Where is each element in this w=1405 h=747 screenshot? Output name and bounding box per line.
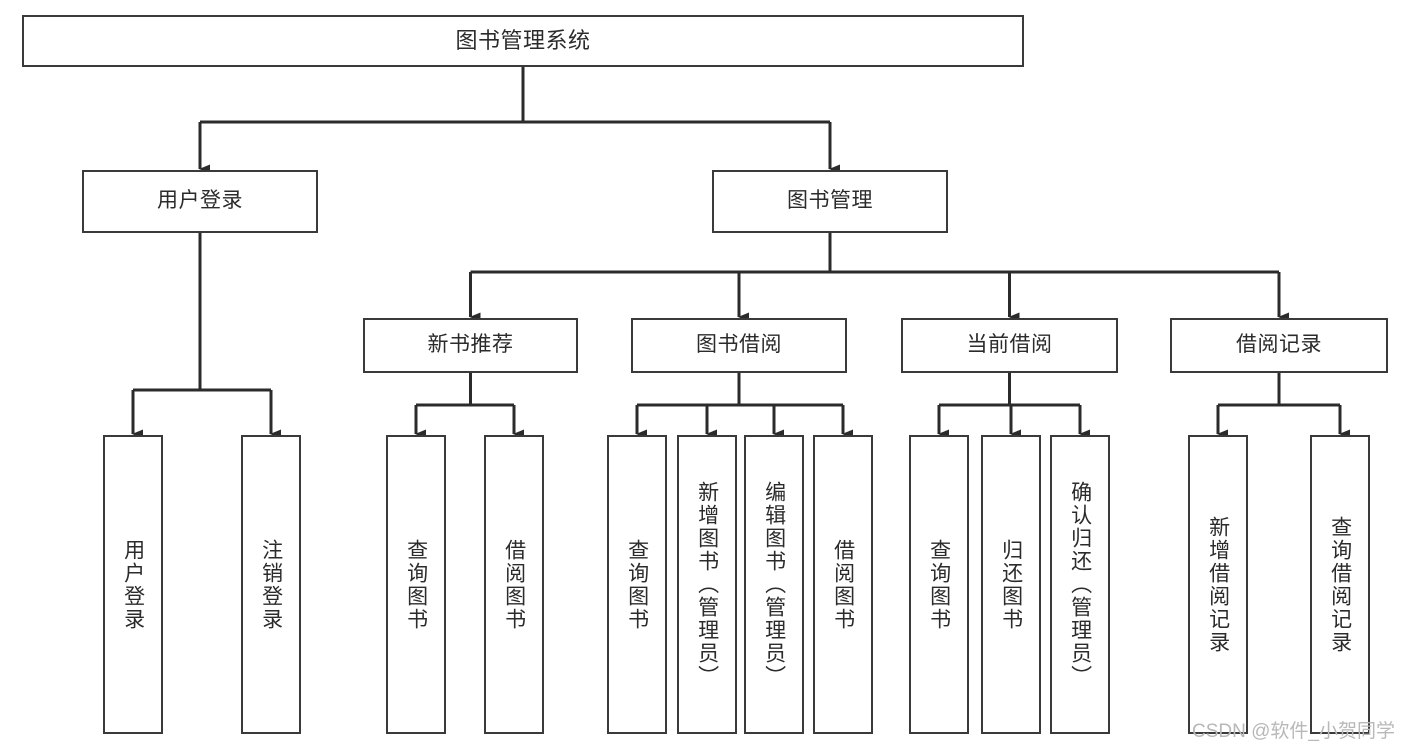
node-book-manage-label: 图书管理 <box>787 189 873 213</box>
node-leaf-query-book-2[interactable]: 查询图书 <box>607 435 667 734</box>
node-user-login-label: 用户登录 <box>157 189 243 213</box>
node-root-label: 图书管理系统 <box>455 28 591 54</box>
node-user-login[interactable]: 用户登录 <box>82 170 318 233</box>
node-leaf-borrow-book-2-label: 借阅图书 <box>831 538 855 631</box>
node-leaf-add-book-label: 新增图书（管理员） <box>695 481 719 688</box>
node-root[interactable]: 图书管理系统 <box>22 15 1024 67</box>
node-new-book-recommend-label: 新书推荐 <box>427 333 514 357</box>
node-leaf-return-book-label: 归还图书 <box>999 538 1023 631</box>
node-new-book-recommend[interactable]: 新书推荐 <box>363 318 578 373</box>
watermark-text: CSDN @软件_小贺同学 <box>1192 721 1395 742</box>
node-leaf-confirm-return-label: 确认归还（管理员） <box>1068 481 1092 688</box>
node-book-borrow-label: 图书借阅 <box>696 333 782 357</box>
node-borrow-record-label: 借阅记录 <box>1236 333 1322 357</box>
node-leaf-query-book-3-label: 查询图书 <box>927 538 951 631</box>
node-leaf-return-book[interactable]: 归还图书 <box>981 435 1041 734</box>
node-book-manage[interactable]: 图书管理 <box>712 170 948 233</box>
node-leaf-logout[interactable]: 注销登录 <box>241 435 301 734</box>
node-leaf-query-book-1-label: 查询图书 <box>404 538 428 631</box>
node-leaf-query-record-label: 查询借阅记录 <box>1328 515 1352 654</box>
node-leaf-edit-book-label: 编辑图书（管理员） <box>762 481 786 688</box>
node-leaf-confirm-return[interactable]: 确认归还（管理员） <box>1050 435 1110 734</box>
node-borrow-record[interactable]: 借阅记录 <box>1170 318 1388 373</box>
node-leaf-query-book-3[interactable]: 查询图书 <box>909 435 969 734</box>
node-leaf-query-book-2-label: 查询图书 <box>625 538 649 631</box>
node-book-borrow[interactable]: 图书借阅 <box>631 318 847 373</box>
node-leaf-add-book[interactable]: 新增图书（管理员） <box>677 435 737 734</box>
node-leaf-user-login-label: 用户登录 <box>121 538 145 631</box>
node-leaf-query-record[interactable]: 查询借阅记录 <box>1310 435 1370 734</box>
node-leaf-user-login[interactable]: 用户登录 <box>103 435 163 734</box>
node-leaf-add-record-label: 新增借阅记录 <box>1206 515 1230 654</box>
node-leaf-logout-label: 注销登录 <box>259 538 283 631</box>
node-current-borrow-label: 当前借阅 <box>966 333 1053 357</box>
node-leaf-add-record[interactable]: 新增借阅记录 <box>1188 435 1248 734</box>
node-current-borrow[interactable]: 当前借阅 <box>901 318 1118 373</box>
node-leaf-borrow-book-2[interactable]: 借阅图书 <box>813 435 873 734</box>
node-leaf-query-book-1[interactable]: 查询图书 <box>386 435 446 734</box>
node-leaf-borrow-book-1[interactable]: 借阅图书 <box>484 435 544 734</box>
node-leaf-edit-book[interactable]: 编辑图书（管理员） <box>744 435 804 734</box>
node-leaf-borrow-book-1-label: 借阅图书 <box>502 538 526 631</box>
